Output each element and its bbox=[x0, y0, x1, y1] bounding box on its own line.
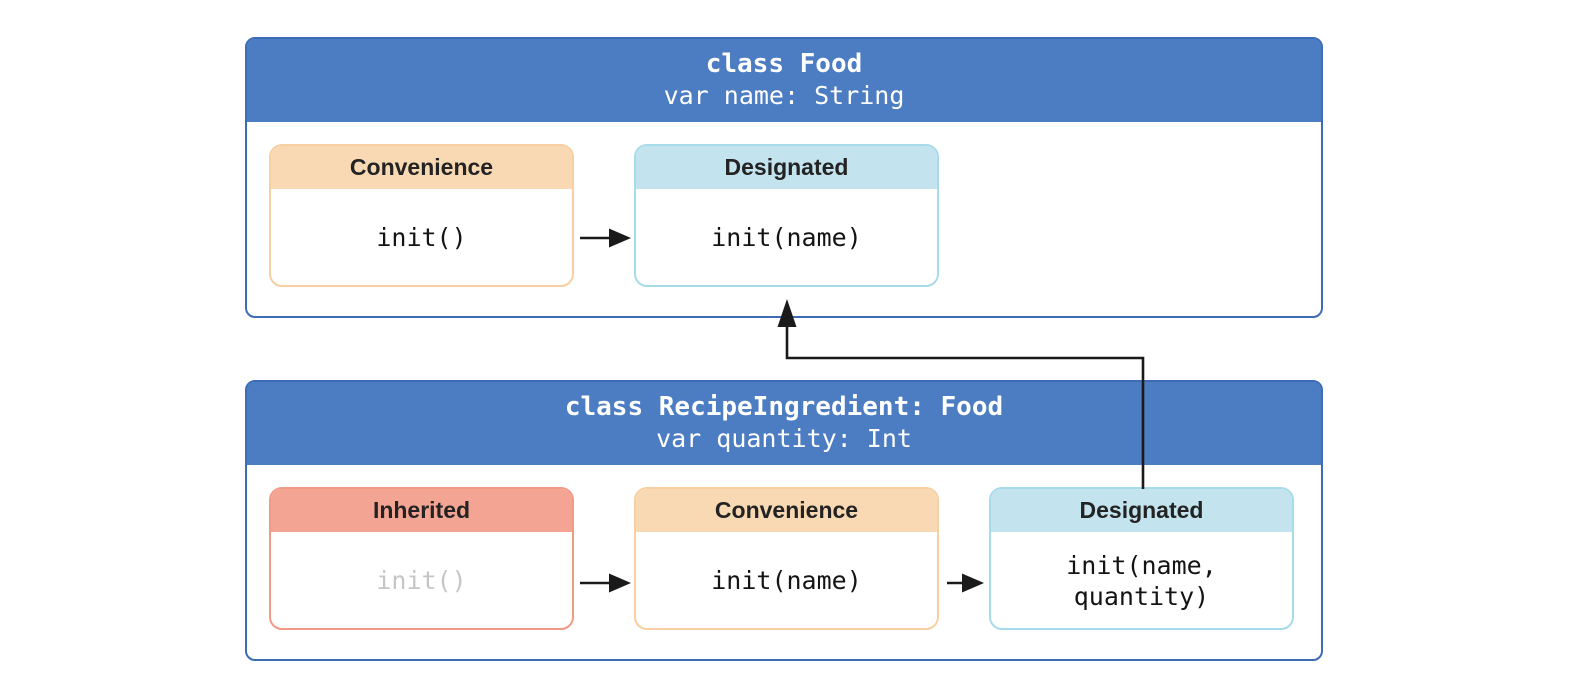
class-title: class Food bbox=[705, 49, 863, 80]
init-box-designated: Designated init(name) bbox=[634, 144, 939, 287]
init-box-designated: Designated init(name, quantity) bbox=[989, 487, 1294, 630]
class-subtitle: var name: String bbox=[663, 81, 905, 111]
init-box-header: Convenience bbox=[271, 146, 572, 191]
class-box-food: class Food var name: String Convenience … bbox=[245, 37, 1323, 318]
init-signature: init(name, quantity) bbox=[1066, 550, 1217, 611]
class-subtitle: var quantity: Int bbox=[656, 424, 912, 454]
init-kind-label: Designated bbox=[1079, 497, 1204, 523]
init-box-header: Convenience bbox=[636, 489, 937, 534]
init-signature: init(name) bbox=[711, 223, 862, 253]
class-header: class Food var name: String bbox=[247, 39, 1321, 122]
init-box-header: Designated bbox=[991, 489, 1292, 534]
init-kind-label: Designated bbox=[724, 154, 849, 180]
init-box-convenience: Convenience init() bbox=[269, 144, 574, 287]
class-box-recipe-ingredient: class RecipeIngredient: Food var quantit… bbox=[245, 380, 1323, 661]
init-signature: init() bbox=[376, 566, 467, 596]
class-title: class RecipeIngredient: Food bbox=[564, 392, 1004, 423]
init-box-header: Inherited bbox=[271, 489, 572, 534]
init-kind-label: Convenience bbox=[349, 154, 494, 180]
init-signature: init() bbox=[376, 223, 467, 253]
init-kind-label: Convenience bbox=[714, 497, 859, 523]
class-header: class RecipeIngredient: Food var quantit… bbox=[247, 382, 1321, 465]
init-box-header: Designated bbox=[636, 146, 937, 191]
init-signature: init(name) bbox=[711, 566, 862, 596]
init-box-inherited: Inherited init() bbox=[269, 487, 574, 630]
init-box-convenience: Convenience init(name) bbox=[634, 487, 939, 630]
init-kind-label: Inherited bbox=[372, 497, 471, 523]
